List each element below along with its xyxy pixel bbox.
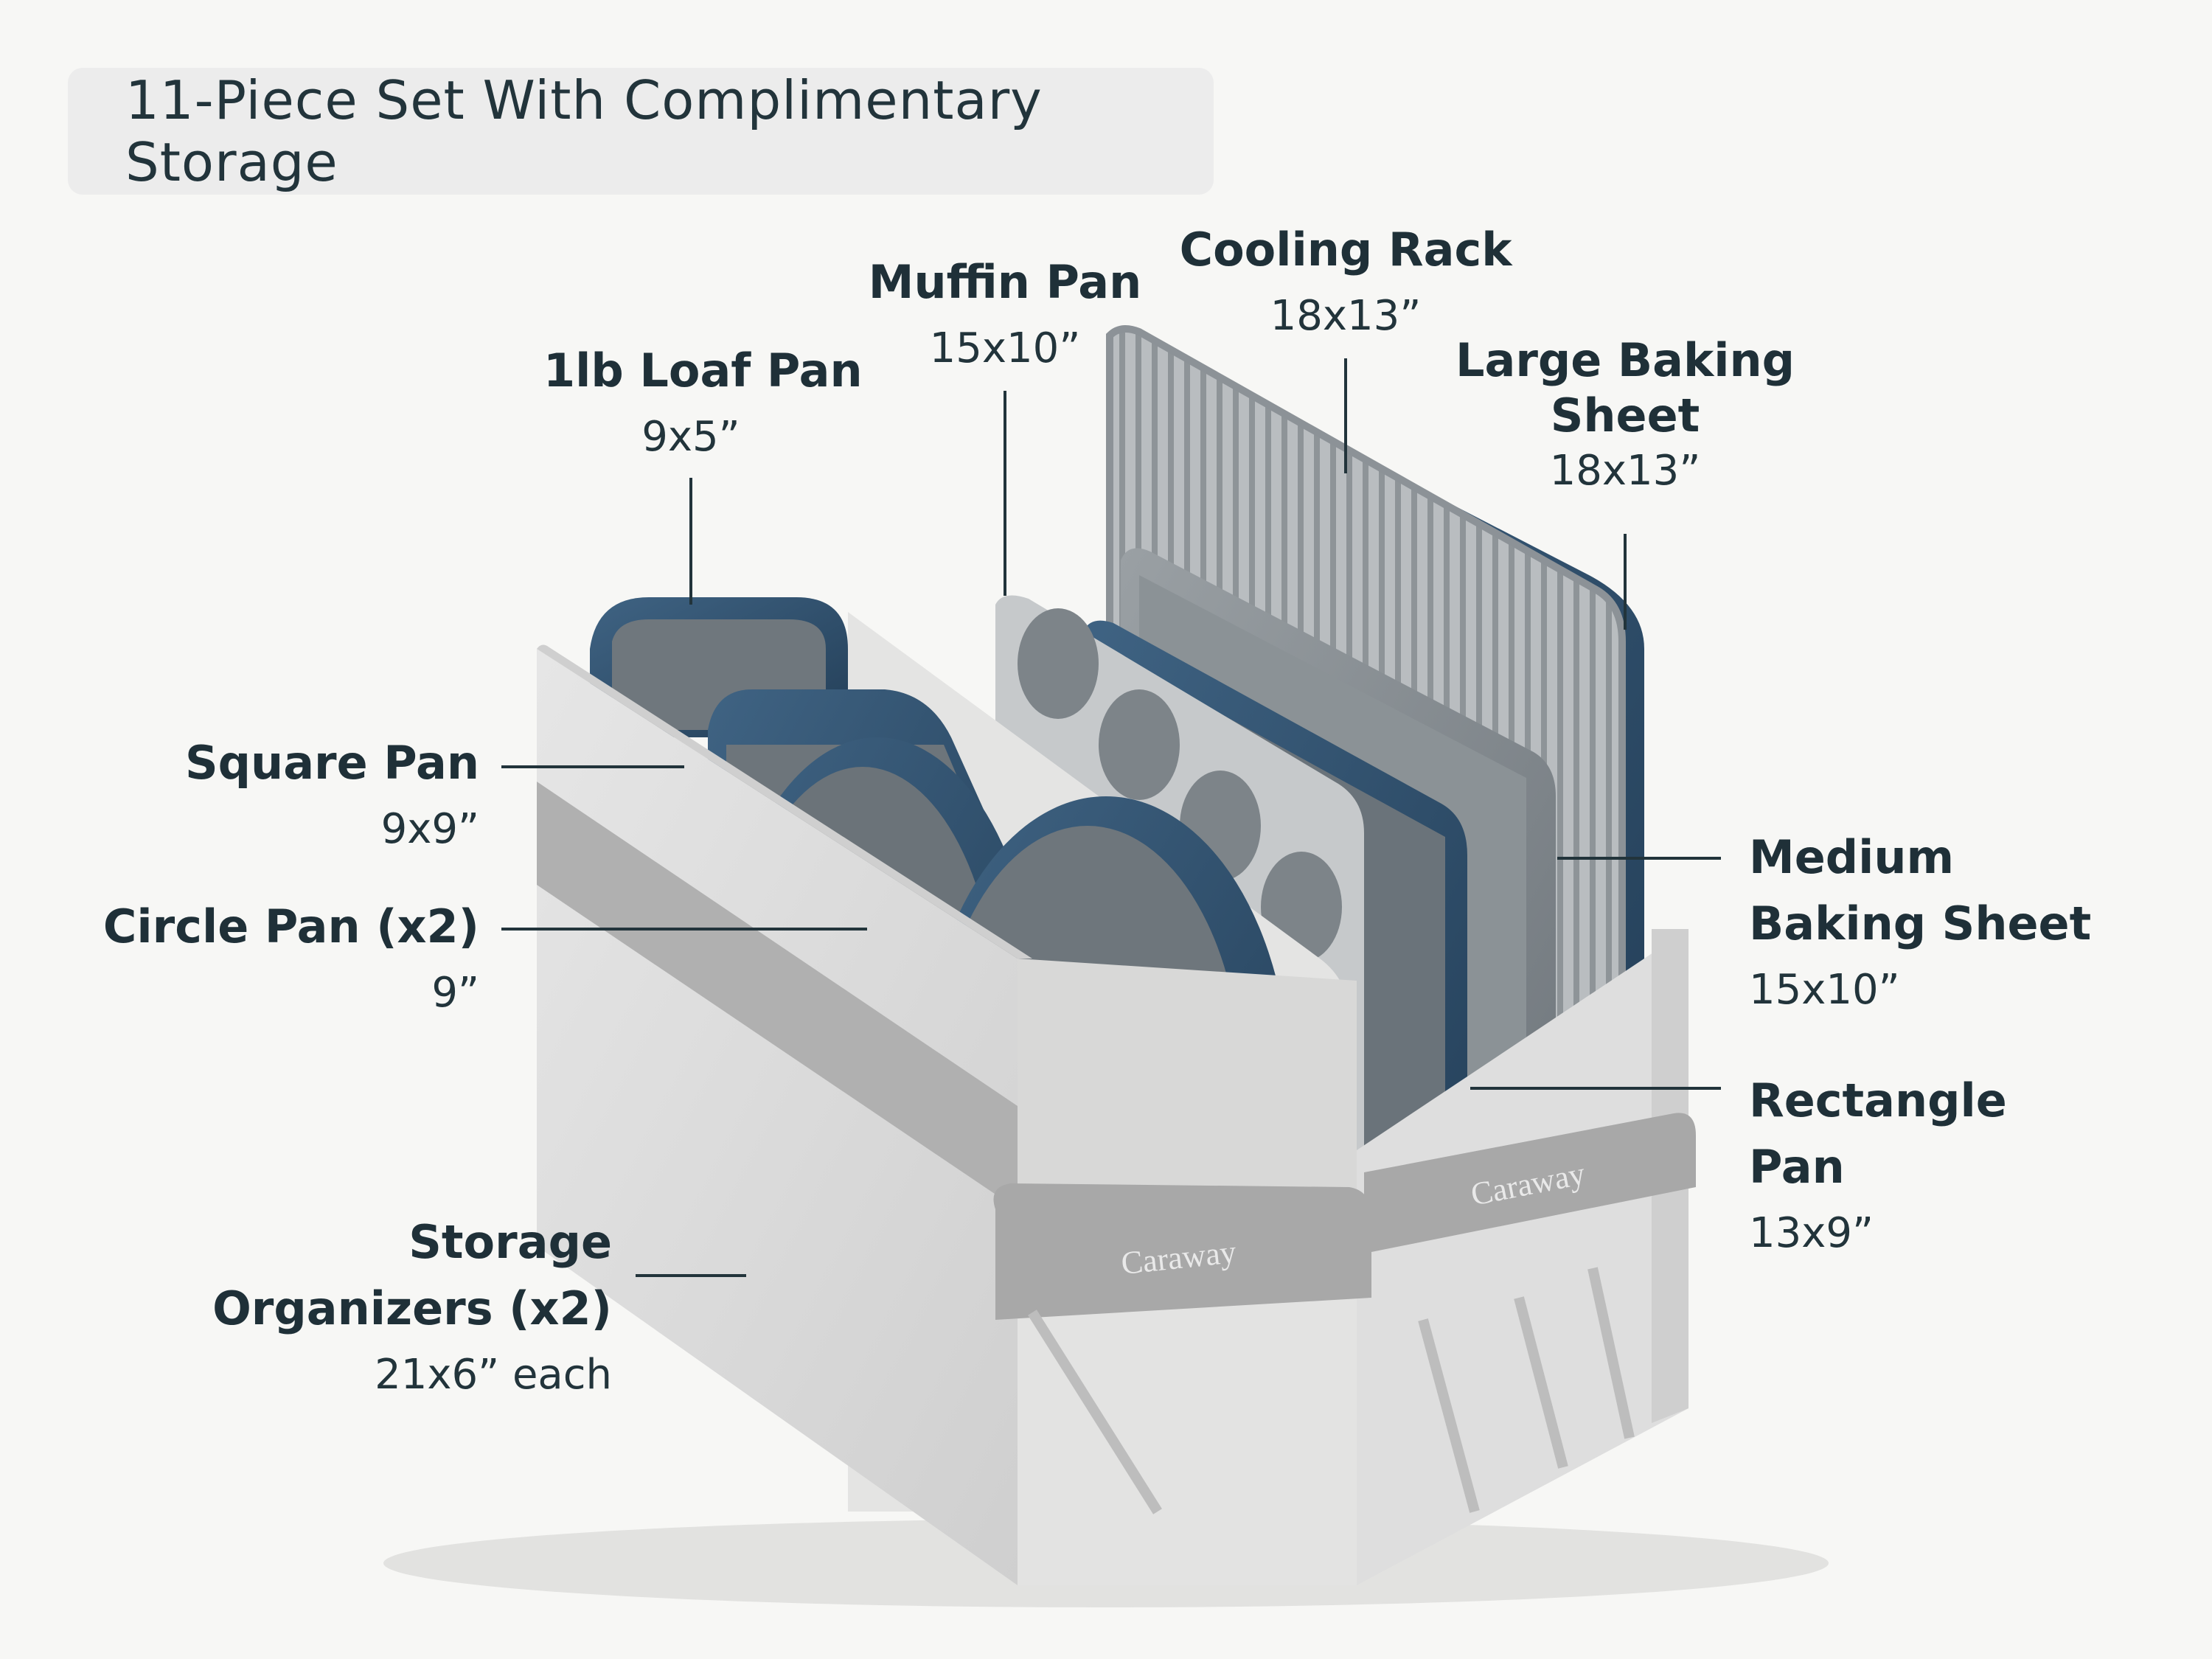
storage-organizers-name-2: Organizers (x2) (212, 1281, 612, 1335)
large-baking-sheet-name-2: Sheet (1550, 389, 1700, 442)
storage-organizers-name-1: Storage (408, 1215, 612, 1269)
rectangle-pan-name-2: Pan (1749, 1140, 1845, 1194)
leader-rectangle (1470, 1087, 1721, 1090)
label-square-pan: Square Pan 9x9” (111, 730, 479, 863)
label-large-baking-sheet: Large Baking Sheet 18x13” (1441, 327, 1809, 504)
label-loaf-pan: 1lb Loaf Pan 9x5” (543, 338, 863, 470)
cooling-rack-name: Cooling Rack (1179, 223, 1512, 276)
label-storage-organizers: Storage Organizers (x2) 21x6” each (199, 1209, 612, 1408)
circle-pan-name: Circle Pan (x2) (102, 900, 479, 953)
square-pan-dim: 9x9” (380, 805, 479, 853)
large-baking-sheet-dim: 18x13” (1549, 447, 1701, 495)
loaf-pan-dim: 9x5” (641, 413, 740, 461)
storage-organizers-dim: 21x6” each (375, 1351, 612, 1399)
leader-circle (501, 928, 867, 931)
cooling-rack-dim: 18x13” (1270, 292, 1422, 340)
label-rectangle-pan: Rectangle Pan 13x9” (1749, 1068, 2044, 1267)
rectangle-pan-dim: 13x9” (1749, 1209, 1874, 1257)
label-cooling-rack: Cooling Rack 18x13” (1161, 217, 1530, 349)
loaf-pan-name: 1lb Loaf Pan (543, 344, 863, 397)
organizer-band-left (537, 782, 1018, 1209)
organizer-band-right (1364, 1113, 1696, 1253)
muffin-pan-dim: 15x10” (929, 324, 1081, 372)
storage-organizer-right (1357, 929, 1688, 1585)
medium-baking-sheet-name-2: Baking Sheet (1749, 897, 2092, 950)
medium-baking-sheet-name-1: Medium (1749, 830, 1955, 884)
medium-baking-sheet-dim: 15x10” (1749, 966, 1900, 1014)
leader-large (1624, 534, 1627, 630)
title-badge: 11-Piece Set With Complimentary Storage (68, 68, 1214, 195)
leader-muffin (1004, 391, 1006, 596)
leader-loaf (689, 478, 692, 605)
label-circle-pan: Circle Pan (x2) 9” (74, 894, 479, 1026)
square-pan-name: Square Pan (185, 736, 479, 790)
leader-medium (1557, 857, 1721, 860)
label-medium-baking-sheet: Medium Baking Sheet 15x10” (1749, 824, 2118, 1023)
leader-square (501, 765, 684, 768)
muffin-pan-name: Muffin Pan (868, 255, 1142, 309)
large-baking-sheet-name-1: Large Baking (1455, 333, 1795, 387)
rectangle-pan-name-1: Rectangle (1749, 1074, 2007, 1127)
circle-pan-dim: 9” (431, 969, 479, 1017)
page-title: 11-Piece Set With Complimentary Storage (125, 69, 1043, 193)
label-muffin-pan: Muffin Pan 15x10” (858, 249, 1152, 382)
leader-storage (636, 1274, 746, 1277)
leader-cooling (1344, 358, 1347, 473)
